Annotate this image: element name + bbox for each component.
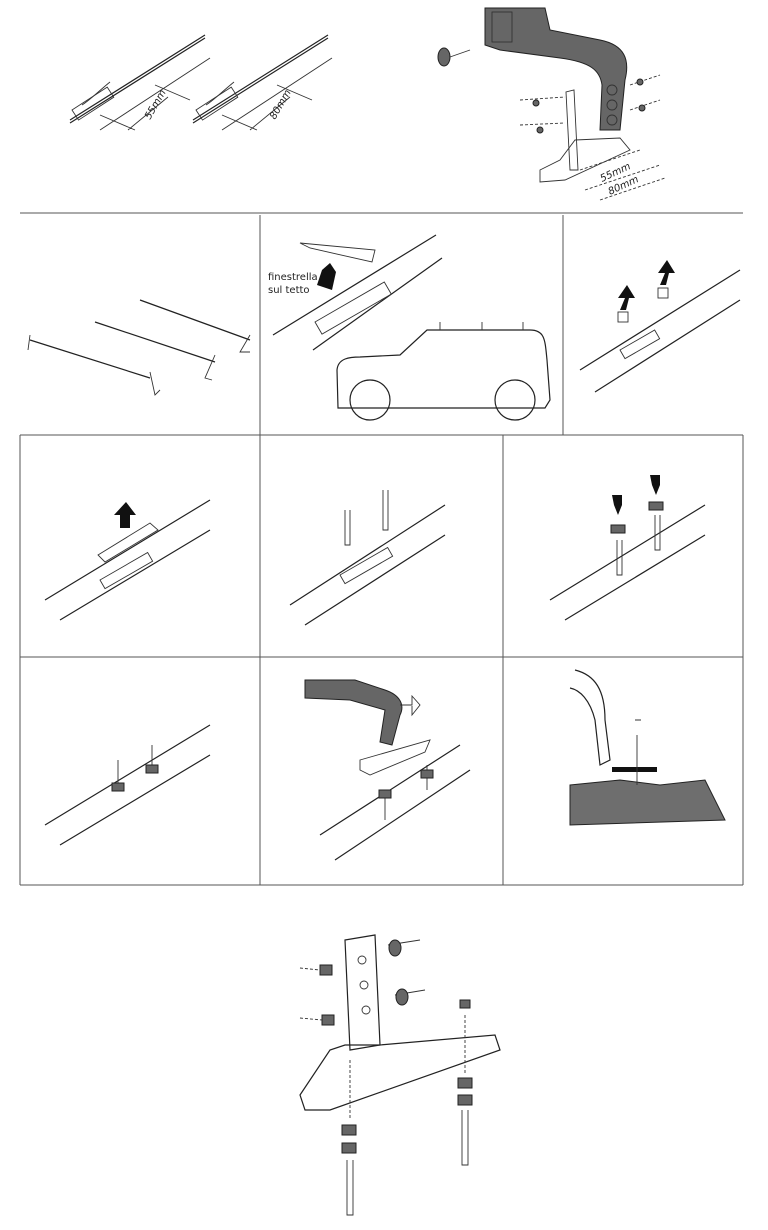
measure-label-80mm: 80mm bbox=[268, 88, 294, 122]
panel-grid bbox=[19, 215, 744, 886]
foot-plate-exploded bbox=[299, 934, 501, 1216]
step-studs-tightened bbox=[44, 724, 211, 846]
arrow-up-icon bbox=[317, 263, 336, 290]
step-fit-nuts bbox=[549, 475, 706, 621]
roof-slot-80mm-illustration: 80mm bbox=[192, 34, 333, 131]
car-silhouette bbox=[336, 322, 551, 421]
measure-label-55mm: 55mm bbox=[143, 88, 169, 122]
arrow-down-icon bbox=[400, 694, 421, 717]
step-section-view bbox=[569, 669, 726, 826]
step-insert-studs bbox=[289, 490, 446, 626]
step-remove-roof-window: finestrella sul tetto bbox=[268, 234, 551, 421]
step-remove-caps bbox=[579, 260, 741, 393]
step-remove-cover bbox=[44, 499, 211, 621]
foot-bracket-exploded: 55mm 80mm bbox=[437, 7, 666, 201]
roof-slot-55mm-illustration: 55mm bbox=[69, 34, 211, 131]
step-mount-foot bbox=[304, 679, 471, 861]
caption-roof-window-1: finestrella bbox=[268, 272, 318, 283]
step-roof-bars bbox=[27, 299, 251, 396]
caption-roof-window-2: sul tetto bbox=[268, 285, 310, 296]
